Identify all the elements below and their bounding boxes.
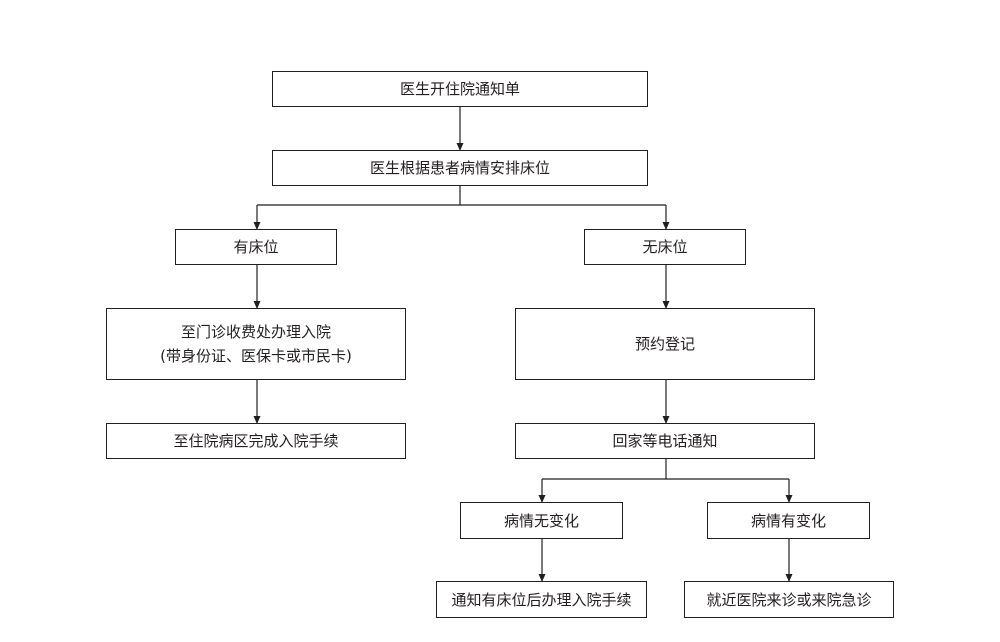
notify-when-bed-label: 通知有床位后办理入院手续 <box>451 590 632 609</box>
condition-stable-box: 病情无变化 <box>460 502 623 539</box>
has-bed-box: 有床位 <box>175 229 337 265</box>
arrange-bed-label: 医生根据患者病情安排床位 <box>369 159 550 177</box>
has-bed-label: 有床位 <box>233 238 279 256</box>
doctor-notice-box: 医生开住院通知单 <box>272 71 648 107</box>
condition-changed-box: 病情有变化 <box>707 502 870 539</box>
admission-office-box: 至门诊收费处办理入院 (带身份证、医保卡或市民卡) <box>106 308 406 380</box>
wait-phone-notice-box: 回家等电话通知 <box>515 423 815 459</box>
arrange-bed-box: 医生根据患者病情安排床位 <box>272 150 648 186</box>
no-bed-box: 无床位 <box>584 229 746 265</box>
notify-when-bed-box: 通知有床位后办理入院手续 <box>436 581 647 618</box>
doctor-notice-label: 医生开住院通知单 <box>399 80 520 98</box>
condition-stable-label: 病情无变化 <box>503 511 579 530</box>
wait-phone-notice-label: 回家等电话通知 <box>612 432 718 450</box>
reservation-box: 预约登记 <box>515 308 815 380</box>
reservation-label: 预约登记 <box>634 335 695 353</box>
nearby-hospital-label: 就近医院来诊或来院急诊 <box>706 590 872 609</box>
ward-admission-box: 至住院病区完成入院手续 <box>106 423 406 459</box>
nearby-hospital-box: 就近医院来诊或来院急诊 <box>684 581 894 618</box>
no-bed-label: 无床位 <box>642 238 688 256</box>
ward-admission-label: 至住院病区完成入院手续 <box>173 432 339 450</box>
admission-office-label-line2: (带身份证、医保卡或市民卡) <box>160 347 352 365</box>
condition-changed-label: 病情有变化 <box>750 511 826 530</box>
admission-office-label-line1: 至门诊收费处办理入院 <box>180 323 331 341</box>
